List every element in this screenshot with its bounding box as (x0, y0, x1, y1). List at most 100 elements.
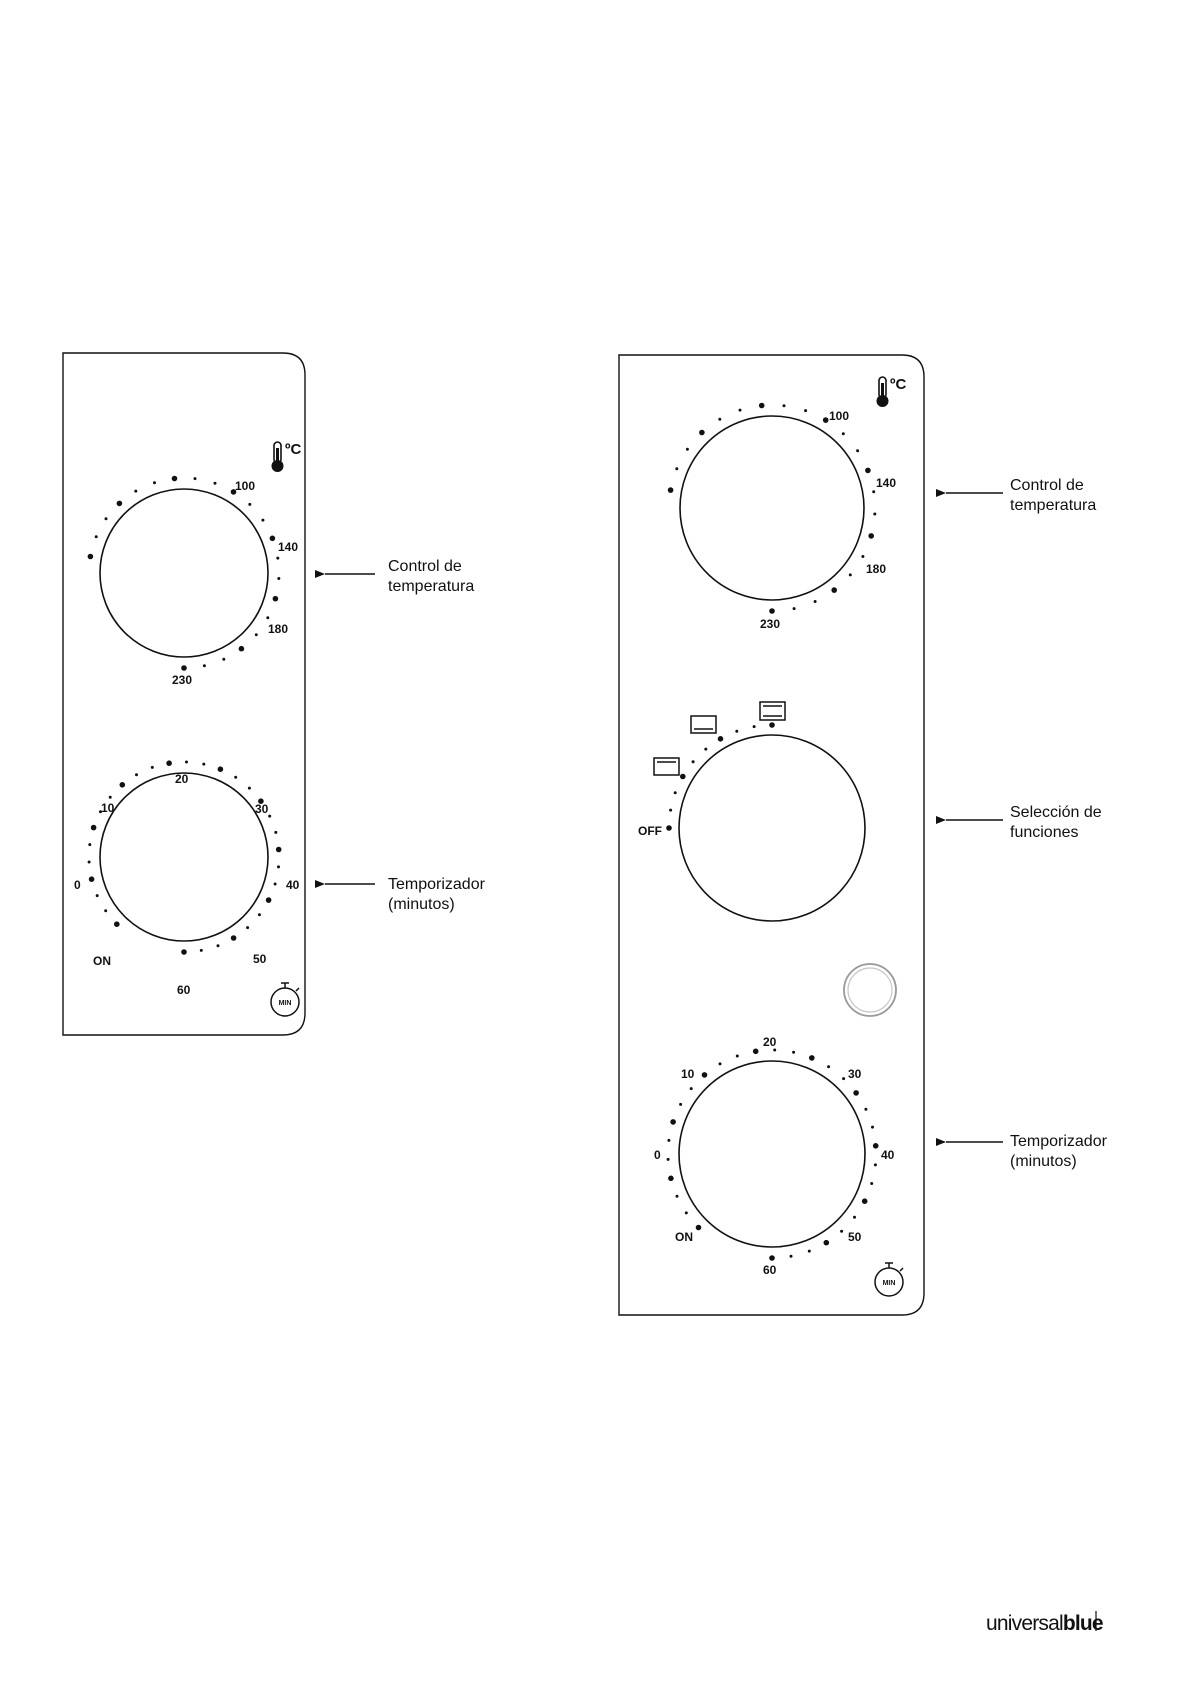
top-bottom-element-icon (760, 702, 785, 720)
left-timer-scale-tick (276, 847, 282, 853)
left-timer-scale-tick (89, 876, 95, 882)
right-timer-callout: Temporizador (minutos) (946, 1133, 1108, 1170)
right-timer-label-on: ON (675, 1230, 693, 1244)
top-element-icon (654, 758, 679, 775)
right-temperature-scale-tick (769, 608, 775, 614)
indicator-light (844, 964, 896, 1016)
left-timer-scale-tick (91, 825, 97, 831)
right-temperature-scale-tick (804, 409, 807, 412)
right-timer-scale-tick (792, 1051, 795, 1054)
left-timer-scale-tick (104, 909, 107, 912)
right-function-scale-tick (666, 825, 672, 831)
left-timer-scale-tick (166, 760, 172, 766)
left-timer-dial[interactable]: 20 10 30 0 40 ON 50 60 (74, 760, 300, 997)
left-timer-label-50: 50 (253, 952, 267, 966)
right-temperature-scale-tick (856, 449, 859, 452)
right-timer-dial[interactable]: 20 10 30 0 40 ON 50 60 (654, 1035, 895, 1277)
right-timer-scale-tick (679, 1103, 682, 1106)
right-timer-label-20: 20 (763, 1035, 777, 1049)
left-temperature-scale-tick (172, 476, 178, 482)
right-temperature-scale-tick (861, 555, 864, 558)
left-temperature-scale-tick (153, 481, 156, 484)
right-timer-scale-tick (676, 1195, 679, 1198)
right-function-scale-tick (735, 730, 738, 733)
right-temperature-scale-tick (739, 409, 742, 412)
left-timer-icon-text: MIN (279, 1000, 292, 1007)
left-temp-label-140: 140 (278, 540, 298, 554)
right-temperature-scale-tick (783, 404, 786, 407)
right-function-knob[interactable] (679, 735, 865, 921)
right-temperature-scale-tick (872, 490, 875, 493)
right-function-dial[interactable]: OFF (638, 702, 865, 921)
left-timer-label-60: 60 (177, 983, 191, 997)
left-temperature-scale-ticks (88, 476, 281, 671)
right-timer-scale-tick (873, 1143, 879, 1149)
right-function-label-off: OFF (638, 824, 662, 838)
left-temperature-scale-tick (134, 490, 137, 493)
right-timer-scale-tick (769, 1255, 775, 1261)
left-temperature-scale-tick (255, 633, 258, 636)
right-timer-scale-tick (808, 1250, 811, 1253)
right-timer-callout-line2: (minutos) (1010, 1153, 1077, 1170)
right-panel-outline (619, 355, 924, 1315)
left-timer-scale-tick (96, 894, 99, 897)
right-function-scale-tick (669, 809, 672, 812)
left-temperature-knob[interactable] (100, 489, 268, 657)
left-timer-scale-tick (268, 815, 271, 818)
right-timer-scale-tick (753, 1049, 759, 1055)
right-timer-label-30: 30 (848, 1067, 862, 1081)
right-timer-label-10: 10 (681, 1067, 695, 1081)
left-temp-label-100: 100 (235, 479, 255, 493)
right-temperature-callout: Control de temperatura (946, 477, 1096, 514)
right-timer-scale-tick (668, 1176, 674, 1182)
left-timer-label-30: 30 (255, 802, 269, 816)
right-temp-label-100: 100 (829, 409, 849, 423)
right-timer-scale-tick (827, 1065, 830, 1068)
right-timer-scale-tick (824, 1240, 830, 1246)
right-function-scale-tick (769, 722, 775, 728)
right-temperature-scale-tick (686, 448, 689, 451)
right-timer-knob[interactable] (679, 1061, 865, 1247)
left-control-panel: 100 140 180 230 ºC 20 10 30 0 40 ON 50 6… (63, 353, 486, 1035)
left-temperature-scale-tick (276, 557, 279, 560)
left-temperature-scale-tick (117, 501, 123, 507)
right-temperature-scale-tick (675, 467, 678, 470)
right-temperature-dial[interactable]: 100 140 180 230 (668, 403, 897, 631)
left-temperature-scale-tick (239, 646, 245, 652)
right-timer-icon-text: MIN (883, 1280, 896, 1287)
left-timer-knob[interactable] (100, 773, 268, 941)
left-temperature-dial[interactable]: 100 140 180 230 (88, 476, 299, 687)
right-timer-scale-tick (702, 1072, 708, 1078)
left-timer-scale-tick (217, 944, 220, 947)
right-temperature-scale-tick (718, 418, 721, 421)
left-timer-scale-tick (135, 773, 138, 776)
left-timer-scale-tick (109, 796, 112, 799)
left-timer-scale-tick (231, 935, 237, 941)
right-timer-scale-tick (871, 1126, 874, 1129)
right-function-scale-tick (680, 774, 686, 780)
left-temperature-scale-tick (88, 554, 94, 560)
right-timer-scale-tick (874, 1163, 877, 1166)
right-functions-callout-line1: Selección de (1010, 804, 1102, 821)
right-timer-label-50: 50 (848, 1230, 862, 1244)
left-temperature-scale-tick (270, 536, 276, 542)
right-timer-scale-ticks (667, 1049, 879, 1261)
right-timer-scale-tick (667, 1158, 670, 1161)
right-function-scale-tick (674, 791, 677, 794)
stopwatch-icon: MIN (875, 1263, 903, 1296)
left-timer-scale-tick (181, 949, 187, 955)
right-temperature-knob[interactable] (680, 416, 864, 600)
right-timer-label-60: 60 (763, 1263, 777, 1277)
left-panel-outline (63, 353, 305, 1035)
right-function-scale-tick (704, 748, 707, 751)
stopwatch-icon: MIN (271, 983, 299, 1016)
right-timer-scale-tick (853, 1090, 859, 1096)
left-timer-scale-tick (218, 766, 224, 772)
right-temperature-scale-tick (842, 432, 845, 435)
left-temp-label-230: 230 (172, 673, 192, 687)
right-timer-scale-tick (853, 1216, 856, 1219)
left-timer-scale-tick (120, 782, 126, 788)
left-temperature-scale-tick (181, 665, 187, 671)
left-temperature-callout: Control de temperatura (325, 558, 474, 595)
left-temperature-scale-tick (203, 664, 206, 667)
